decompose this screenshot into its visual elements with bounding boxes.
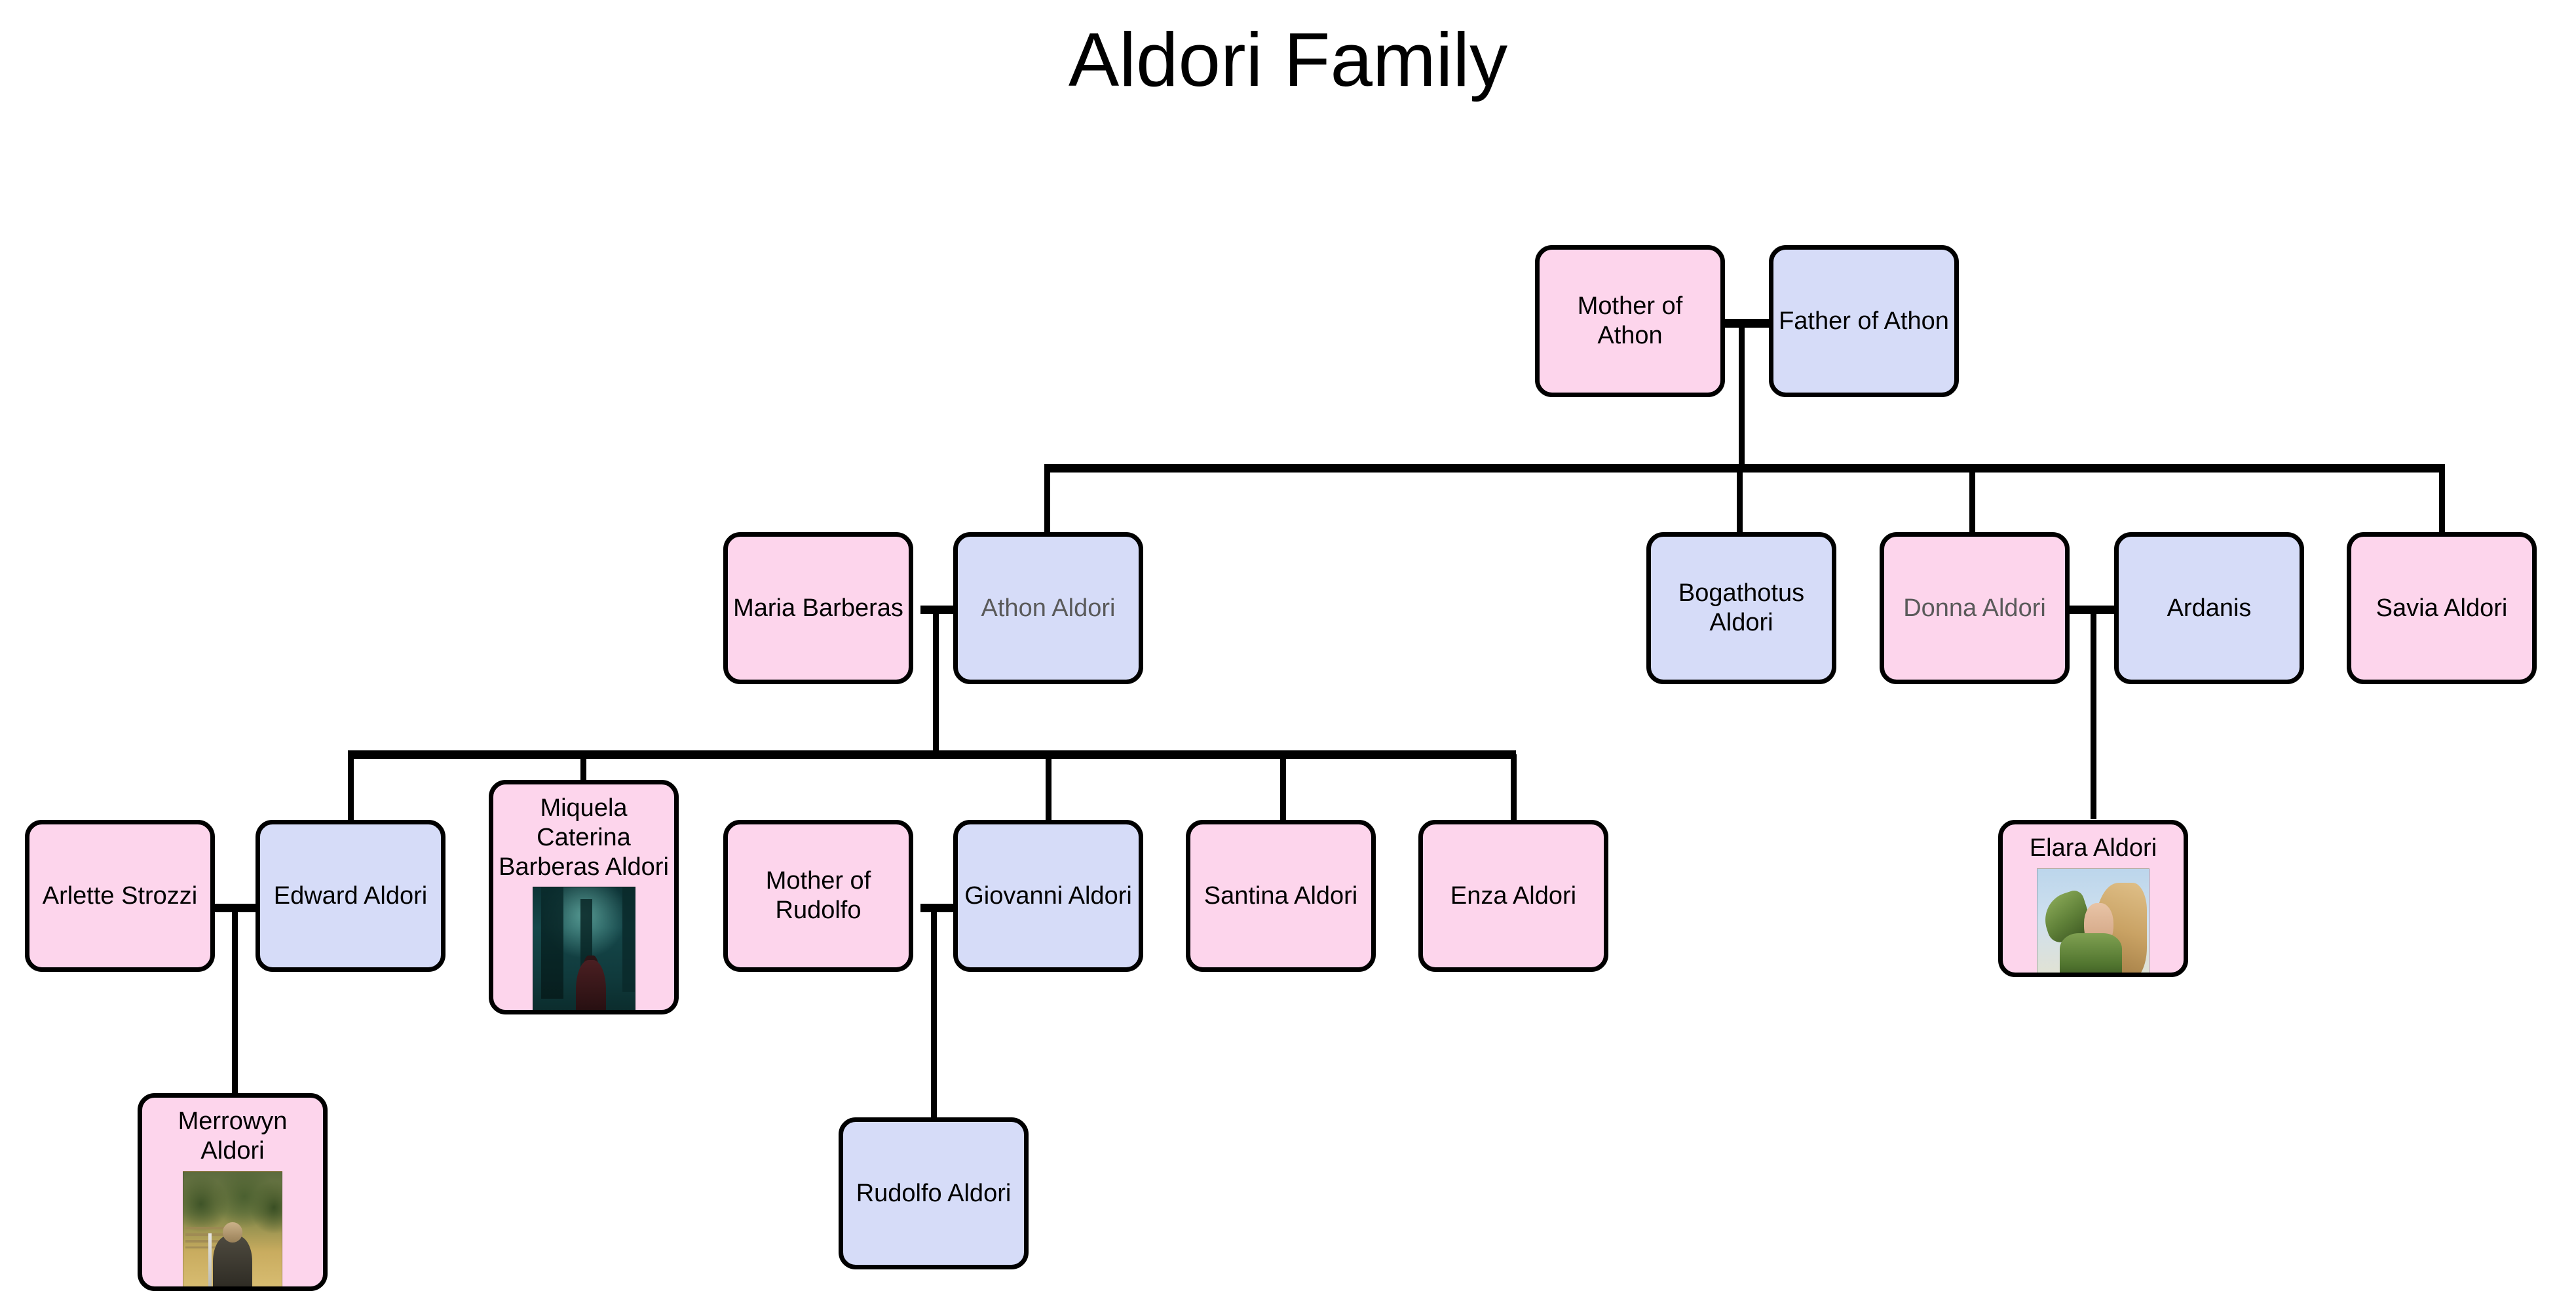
person-name: Athon Aldori	[981, 594, 1116, 622]
person-name: Elara Aldori	[2029, 834, 2157, 862]
person-node-ardanis[interactable]: Ardanis	[2114, 532, 2304, 684]
descent-giovanni-to-rudolfo	[931, 908, 937, 1119]
drop-to-donna-aldori	[1969, 468, 1975, 533]
person-node-elara-aldori[interactable]: Elara Aldori	[1998, 820, 2188, 977]
person-node-miquela-caterina-barberas-aldori[interactable]: Miquela Caterina Barberas Aldori	[489, 780, 679, 1014]
person-name: Mother of Rudolfo	[765, 867, 871, 924]
descent-donna-ardanis-to-elara	[2091, 609, 2096, 819]
person-name: Merrowyn Aldori	[178, 1108, 288, 1165]
person-node-rudolfo-aldori[interactable]: Rudolfo Aldori	[839, 1117, 1029, 1269]
person-name: Donna Aldori	[1903, 594, 2046, 622]
person-node-santina-aldori[interactable]: Santina Aldori	[1186, 820, 1376, 972]
person-node-savia-aldori[interactable]: Savia Aldori	[2347, 532, 2537, 684]
person-name: Arlette Strozzi	[42, 881, 198, 910]
page-title: Aldori Family	[1068, 17, 1508, 102]
person-node-father-of-athon[interactable]: Father of Athon	[1769, 245, 1959, 397]
person-node-edward-aldori[interactable]: Edward Aldori	[256, 820, 445, 972]
person-name: Mother of Athon	[1577, 292, 1683, 349]
drop-to-athon-aldori	[1044, 468, 1050, 533]
person-node-athon-aldori[interactable]: Athon Aldori	[953, 532, 1143, 684]
person-node-mother-of-athon[interactable]: Mother of Athon	[1535, 245, 1725, 397]
person-name: Enza Aldori	[1450, 881, 1577, 910]
person-name: Miquela Caterina Barberas Aldori	[499, 794, 669, 881]
person-node-merrowyn-aldori[interactable]: Merrowyn Aldori	[138, 1093, 328, 1291]
drop-to-giovanni-aldori	[1046, 754, 1051, 820]
portrait-kneeling-knight-image	[183, 1170, 282, 1286]
drop-to-edward-aldori	[348, 754, 354, 820]
person-name: Bogathotus Aldori	[1678, 579, 1805, 636]
drop-to-savia-aldori	[2439, 468, 2445, 533]
drop-to-miquela-aldori	[580, 754, 586, 795]
descent-arlette-edward-to-merrowyn	[232, 908, 238, 1096]
person-name: Father of Athon	[1779, 307, 1949, 335]
descent-stem-maria-athon	[933, 609, 939, 755]
person-node-giovanni-aldori[interactable]: Giovanni Aldori	[953, 820, 1143, 972]
portrait-forest-cloaked-figure-image	[532, 887, 635, 1010]
person-name: Rudolfo Aldori	[856, 1179, 1012, 1207]
sibling-bus-gen2	[1044, 464, 2445, 473]
drop-to-enza-aldori	[1511, 754, 1517, 820]
person-name: Giovanni Aldori	[964, 881, 1132, 910]
person-name: Maria Barberas	[733, 594, 903, 622]
person-node-bogathotus-aldori[interactable]: Bogathotus Aldori	[1646, 532, 1836, 684]
sibling-bus-gen3	[348, 750, 1516, 759]
person-node-arlette-strozzi[interactable]: Arlette Strozzi	[25, 820, 215, 972]
drop-to-bogathotus-aldori	[1737, 468, 1743, 533]
person-name: Santina Aldori	[1203, 881, 1358, 910]
person-name: Ardanis	[2167, 594, 2252, 622]
person-node-donna-aldori[interactable]: Donna Aldori	[1880, 532, 2070, 684]
person-name: Savia Aldori	[2376, 594, 2508, 622]
descent-stem-gen1	[1739, 323, 1745, 469]
portrait-elf-ranger-image	[2037, 868, 2150, 973]
person-name: Edward Aldori	[273, 881, 428, 910]
person-node-maria-barberas[interactable]: Maria Barberas	[723, 532, 913, 684]
drop-to-santina-aldori	[1280, 754, 1286, 820]
person-node-mother-of-rudolfo[interactable]: Mother of Rudolfo	[723, 820, 913, 972]
person-node-enza-aldori[interactable]: Enza Aldori	[1418, 820, 1608, 972]
